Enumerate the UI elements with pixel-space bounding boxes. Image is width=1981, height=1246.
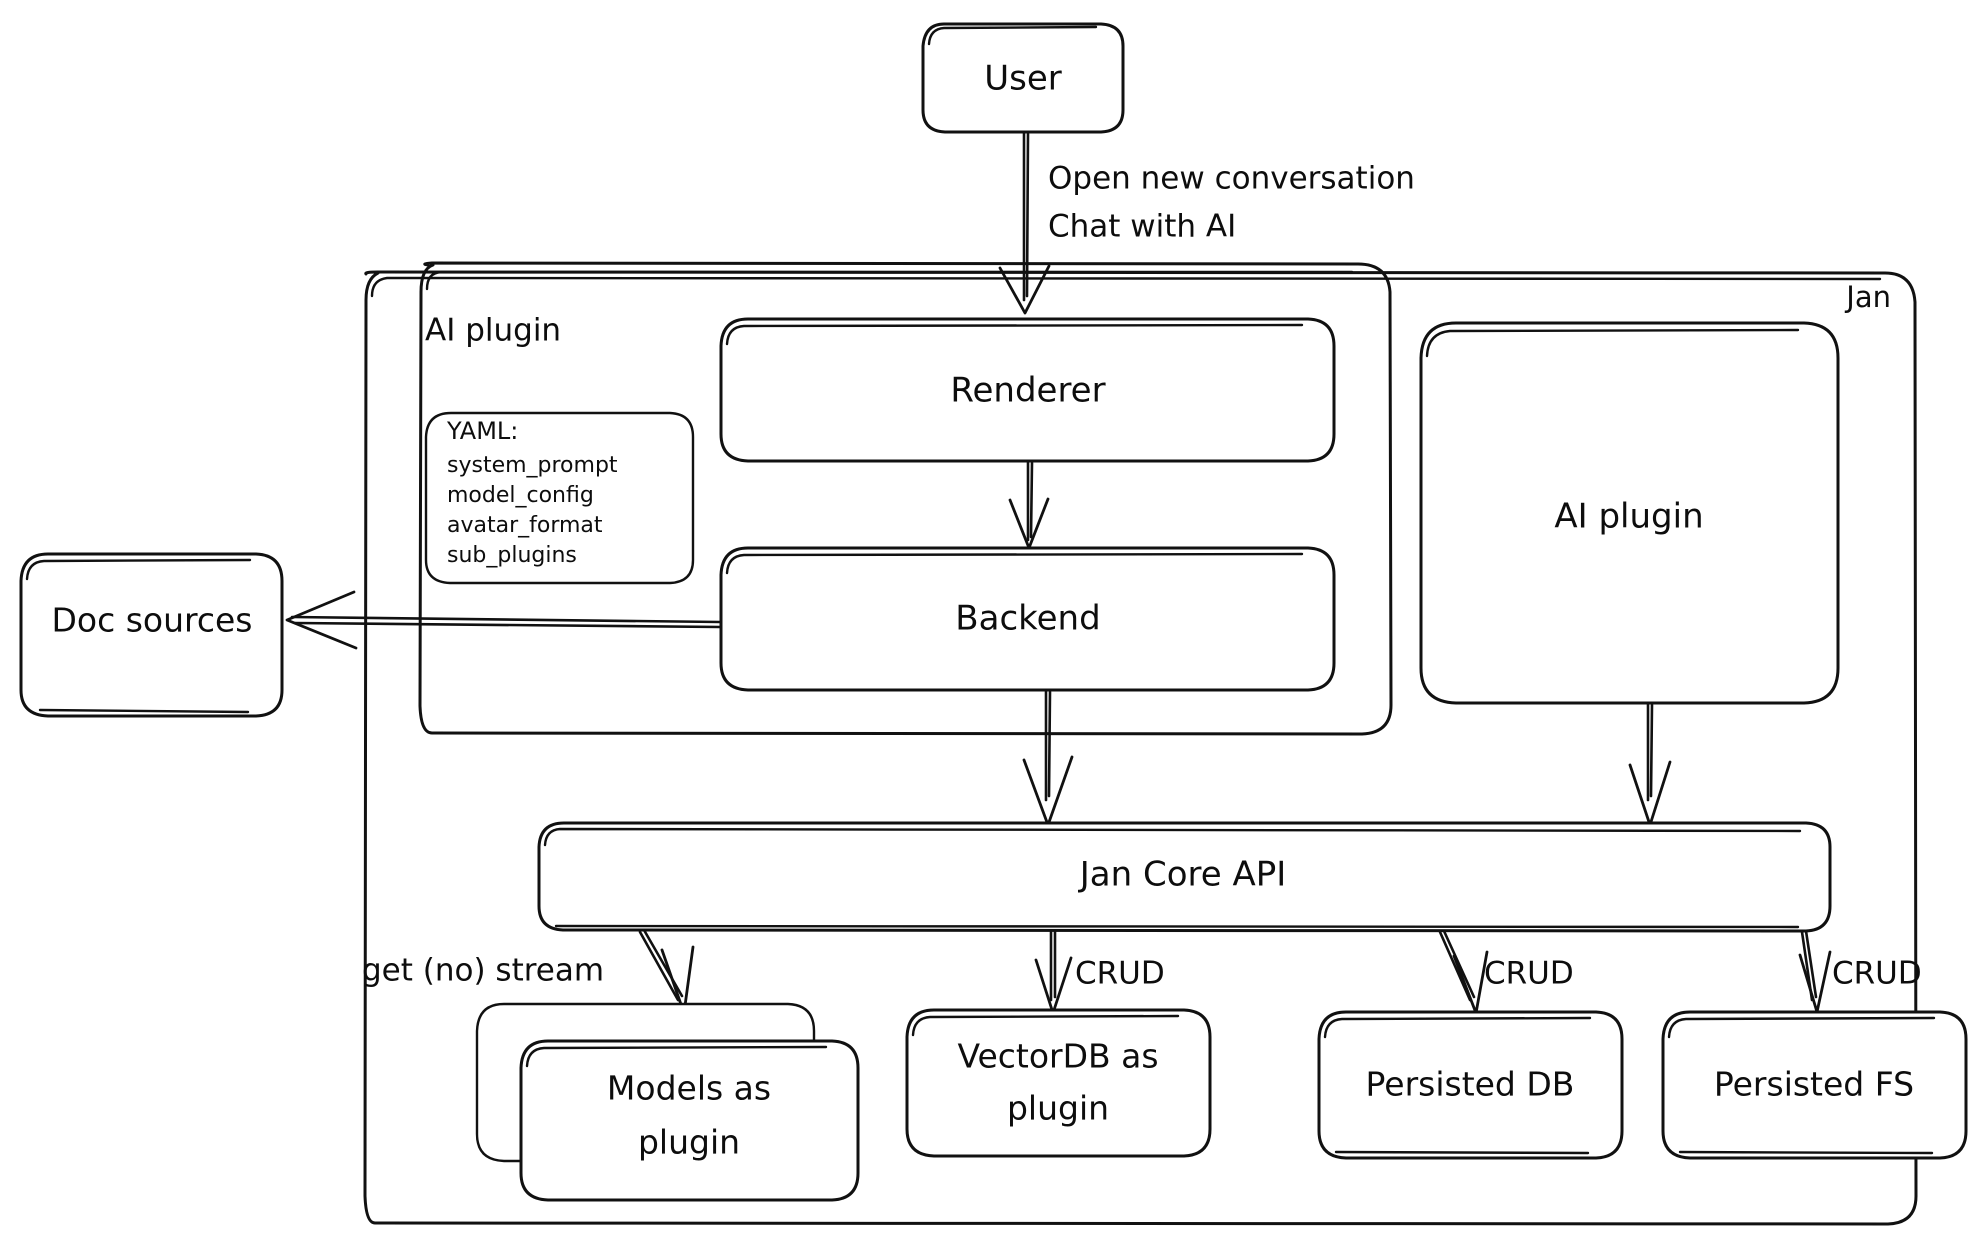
edge-label-crud-vectordb: CRUD (1075, 956, 1165, 992)
node-persisted-fs[interactable]: Persisted FS (1661, 1010, 1968, 1160)
node-ai-plugin-label: AI plugin (1554, 497, 1703, 537)
edge-label-open-conversation-line1: Open new conversation (1048, 161, 1415, 197)
node-persisted-db[interactable]: Persisted DB (1317, 1010, 1624, 1160)
edge-ai-plugin-to-core (1628, 702, 1672, 827)
ai-plugin-group: AI plugin (418, 261, 1393, 736)
edge-renderer-to-backend (1008, 460, 1050, 550)
edge-core-to-persisted-fs: CRUD (1798, 929, 1922, 1014)
node-vectordb-as-plugin-label-line1: VectorDB as (957, 1037, 1158, 1076)
edge-core-to-vectordb: CRUD (1034, 929, 1165, 1015)
edge-label-open-conversation-line2: Chat with AI (1048, 209, 1236, 245)
node-models-as-plugin-label-line2: plugin (638, 1123, 740, 1162)
edge-backend-to-doc-sources (285, 590, 722, 650)
ai-plugin-group-label: AI plugin (425, 313, 561, 349)
node-models-as-plugin-label-line1: Models as (607, 1069, 771, 1108)
yaml-item-avatar-format: avatar_format (447, 513, 603, 538)
yaml-config-card: YAML: system_prompt model_config avatar_… (424, 411, 695, 585)
yaml-item-system-prompt: system_prompt (447, 453, 618, 478)
node-jan-core-api[interactable]: Jan Core API (537, 821, 1832, 933)
node-vectordb-as-plugin-label-line2: plugin (1007, 1089, 1109, 1128)
edge-label-crud-persisted-db: CRUD (1484, 956, 1574, 992)
node-jan-core-api-label: Jan Core API (1078, 855, 1287, 895)
node-backend-label: Backend (955, 599, 1100, 639)
edge-core-to-persisted-db: CRUD (1438, 929, 1574, 1015)
node-models-as-plugin[interactable]: Models as plugin (475, 1002, 860, 1202)
jan-container: Jan (363, 270, 1918, 1226)
node-persisted-fs-label: Persisted FS (1714, 1065, 1914, 1104)
node-doc-sources-label: Doc sources (51, 601, 252, 640)
node-renderer[interactable]: Renderer (719, 317, 1336, 463)
yaml-item-sub-plugins: sub_plugins (447, 543, 577, 568)
yaml-title: YAML: (446, 417, 518, 445)
node-persisted-db-label: Persisted DB (1366, 1065, 1575, 1104)
edge-backend-to-core (1022, 689, 1074, 827)
node-user[interactable]: User (921, 22, 1125, 134)
node-renderer-label: Renderer (950, 371, 1105, 411)
node-backend[interactable]: Backend (719, 546, 1336, 692)
edge-user-to-renderer: Open new conversation Chat with AI (998, 131, 1415, 315)
edge-core-to-models: get (no) stream (362, 928, 695, 1015)
node-ai-plugin[interactable]: AI plugin (1419, 321, 1840, 705)
jan-container-label: Jan (1844, 280, 1891, 314)
edge-label-get-no-stream: get (no) stream (362, 953, 604, 989)
node-user-label: User (984, 59, 1062, 99)
node-doc-sources[interactable]: Doc sources (19, 552, 284, 718)
edge-label-crud-persisted-fs: CRUD (1832, 956, 1922, 992)
yaml-item-model-config: model_config (447, 483, 594, 508)
node-vectordb-as-plugin[interactable]: VectorDB as plugin (905, 1008, 1212, 1158)
